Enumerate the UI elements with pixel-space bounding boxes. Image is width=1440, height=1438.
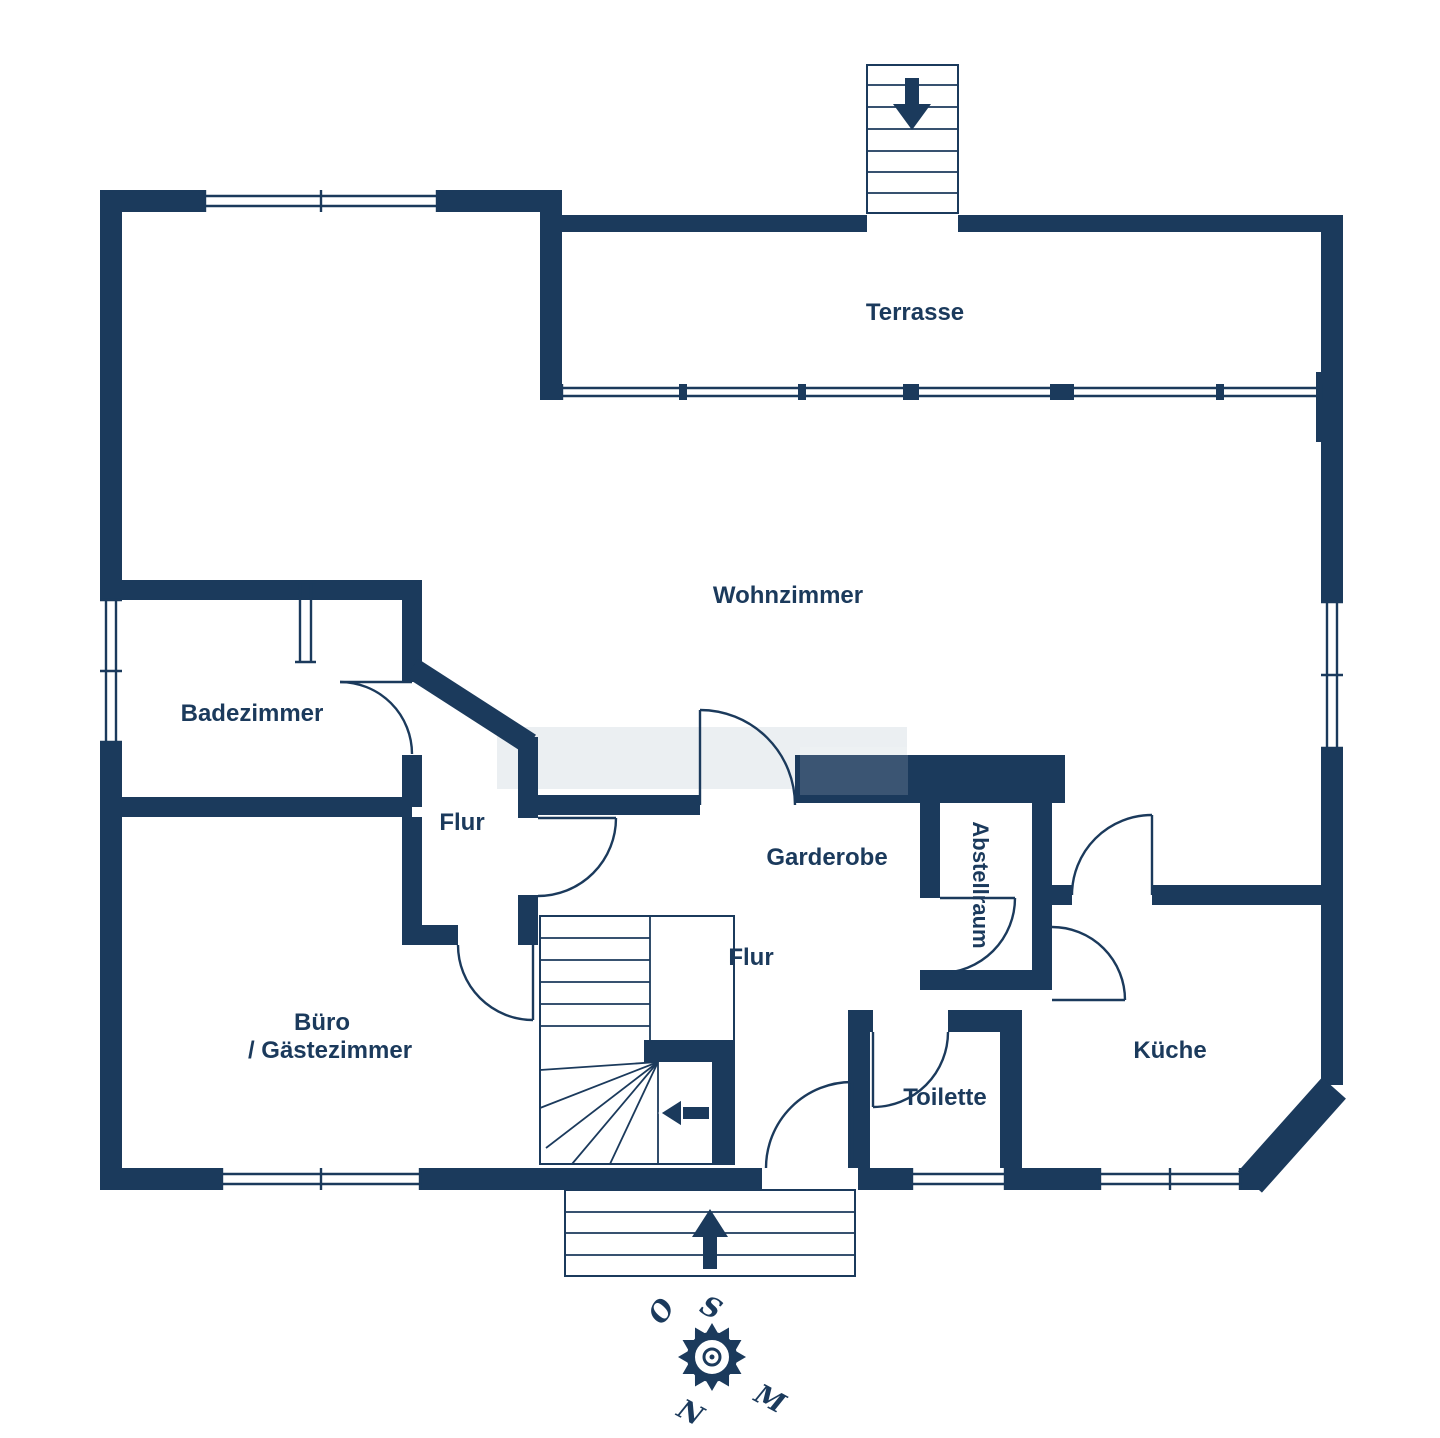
compass-label-east: O: [643, 1293, 682, 1330]
compass-label-west: M: [748, 1378, 791, 1420]
compass-graphic: [678, 1323, 746, 1391]
stairs-interior: [539, 915, 735, 1165]
room-label-garderobe: Garderobe: [766, 844, 887, 871]
arrow-left-icon: [658, 1097, 711, 1129]
stairs-top: [866, 64, 959, 214]
room-label-badezimmer: Badezimmer: [181, 700, 324, 727]
closet-block: [795, 747, 1065, 803]
room-label-terrasse: Terrasse: [866, 299, 964, 326]
room-label-buero-line2: / Gästezimmer: [248, 1037, 412, 1064]
bathroom-duct: [295, 580, 316, 664]
interior-walls: [100, 580, 1321, 1168]
window-top-left: [203, 190, 439, 212]
window-left: [100, 598, 122, 744]
arrow-down-icon: [893, 78, 931, 130]
room-label-flur-mitte: Flur: [728, 944, 773, 971]
door-entrance: [764, 1080, 854, 1169]
window-terrace-front: [560, 384, 1323, 400]
room-label-toilette: Toilette: [903, 1084, 987, 1111]
door-storeroom: [939, 896, 1017, 975]
door-wardrobe: [698, 708, 797, 806]
window-bottom-office: [220, 1168, 422, 1190]
window-bottom-toilet: [910, 1168, 1007, 1190]
door-kitchen-north: [1070, 813, 1154, 896]
window-bottom-kitchen: [1098, 1168, 1242, 1190]
window-right: [1321, 600, 1343, 750]
compass-rose: S O M N: [643, 1290, 792, 1433]
exterior-walls: [100, 190, 1346, 1193]
door-kitchen-west: [1051, 925, 1127, 1002]
stairs-entrance: [564, 1189, 856, 1277]
windows: [100, 190, 1343, 1190]
compass-label-north: N: [671, 1393, 709, 1433]
room-label-wohnzimmer: Wohnzimmer: [713, 582, 863, 609]
door-bathroom: [339, 680, 414, 755]
room-label-kueche: Küche: [1133, 1037, 1206, 1064]
door-toilet: [871, 1031, 950, 1109]
arrow-up-icon: [692, 1209, 728, 1269]
room-label-abstellraum: Abstellraum: [968, 821, 993, 948]
doors: [339, 680, 1154, 1169]
room-labels: Terrasse Wohnzimmer Badezimmer Flur Gard…: [181, 299, 1207, 1111]
compass-label-south: S: [695, 1290, 727, 1327]
room-label-flur-oben: Flur: [439, 809, 484, 836]
room-label-buero-line1: Büro: [294, 1009, 350, 1036]
door-corridor-hall: [537, 816, 618, 898]
door-office: [456, 944, 535, 1022]
